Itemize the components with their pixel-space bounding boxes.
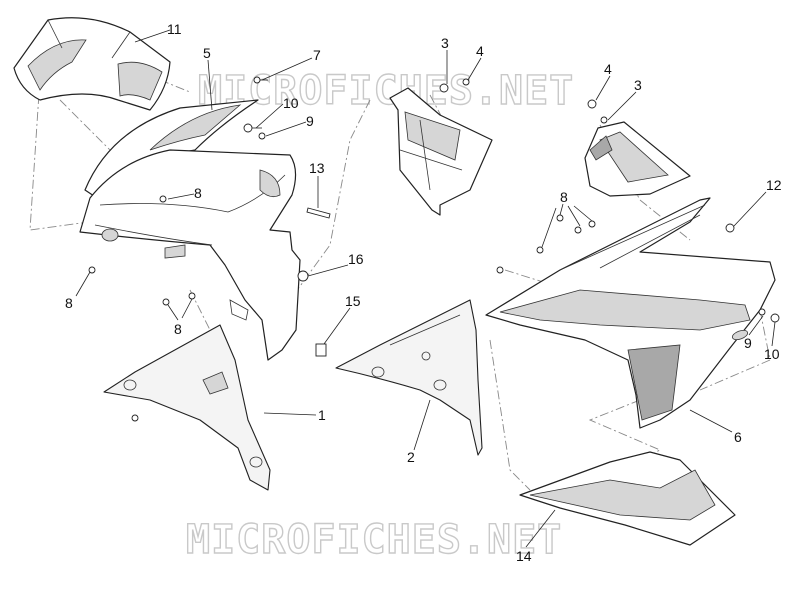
callout-13: 13 — [309, 160, 325, 176]
callout-11: 11 — [167, 21, 182, 37]
callout-9-upper: 9 — [306, 113, 314, 129]
callout-15: 15 — [345, 293, 361, 309]
clip-8a-icon — [159, 195, 167, 203]
part-6-right-fairing — [485, 197, 776, 429]
part-11-front-cover — [13, 17, 171, 111]
callout-6: 6 — [734, 429, 742, 445]
clip-8b-icon — [496, 214, 596, 274]
part-1-lower-panel — [103, 324, 271, 491]
bolt-10a-icon — [243, 123, 262, 133]
washer-9a-icon — [258, 132, 266, 140]
bolt-13-icon — [306, 207, 331, 219]
watermark-bottom: MICROFICHES.NET — [186, 517, 562, 563]
clip-15-icon — [315, 343, 327, 357]
bolt-3b-icon — [600, 116, 608, 124]
callout-16: 16 — [348, 251, 364, 267]
washer-9b-icon — [758, 308, 766, 316]
part-14-lower-panel — [519, 451, 736, 546]
part-3-right-duct — [584, 121, 691, 197]
bolt-12-icon — [725, 223, 735, 233]
part-1-side-fairing — [79, 149, 301, 361]
clip-8c-icon — [88, 266, 96, 274]
bolt-7-icon — [253, 76, 268, 84]
callout-2: 2 — [407, 449, 415, 465]
nut-16-icon — [297, 270, 309, 282]
callout-9-right: 9 — [744, 335, 752, 351]
part-3-duct-bracket — [389, 87, 493, 216]
clip-8d-icon — [131, 292, 196, 422]
callout-8-lower: 8 — [174, 321, 182, 337]
bolt-10b-icon — [770, 313, 780, 323]
leader-lines — [75, 29, 776, 548]
callout-8-upper: 8 — [194, 185, 202, 201]
fasteners — [88, 76, 780, 422]
bolt-4a-icon — [462, 78, 470, 86]
callout-1: 1 — [318, 407, 326, 423]
callout-4-left: 4 — [476, 43, 484, 59]
callout-8-left: 8 — [65, 295, 73, 311]
part-2-inner-panel — [335, 299, 483, 456]
bolt-4b-icon — [587, 99, 597, 109]
callout-14: 14 — [516, 548, 532, 564]
callout-3-left: 3 — [441, 35, 449, 51]
callout-7: 7 — [313, 47, 321, 63]
callout-10-upper: 10 — [283, 95, 299, 111]
callout-4-right: 4 — [604, 61, 612, 77]
watermark-top: MICROFICHES.NET — [198, 68, 574, 114]
bolt-3a-icon — [439, 83, 449, 93]
callout-8-right: 8 — [560, 189, 568, 205]
callout-labels: 11 5 7 10 9 8 13 3 4 4 3 12 8 16 15 8 8 … — [65, 21, 782, 564]
callout-3-right: 3 — [634, 77, 642, 93]
callout-12: 12 — [766, 177, 782, 193]
callout-5: 5 — [203, 45, 211, 61]
callout-10-right: 10 — [764, 346, 780, 362]
